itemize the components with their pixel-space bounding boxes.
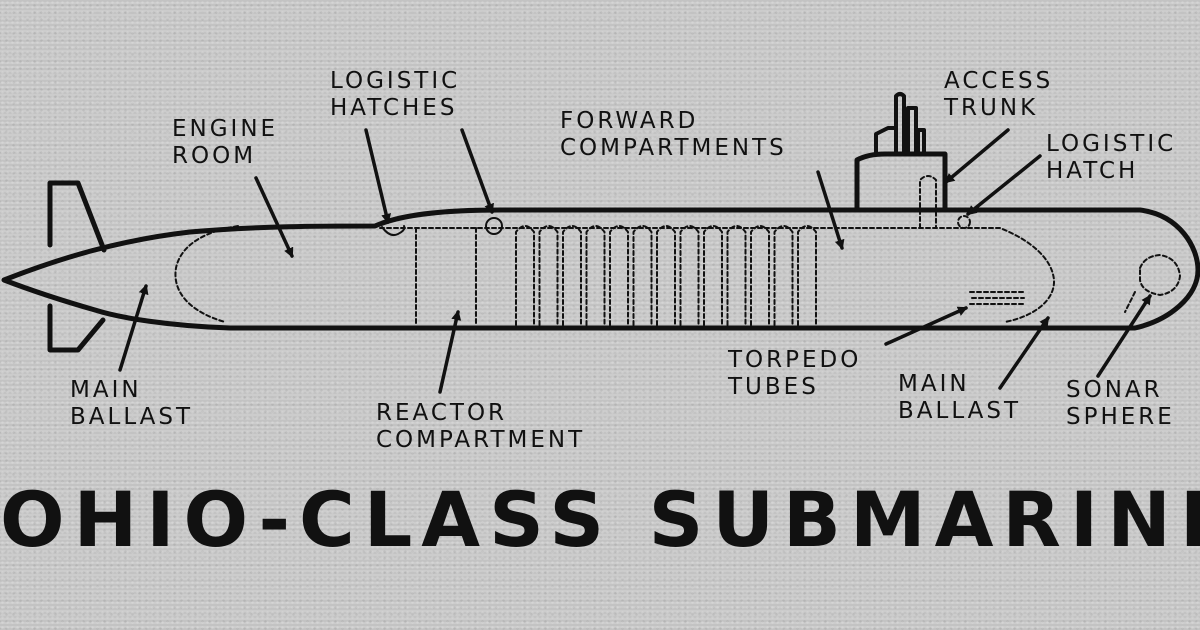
- label-line: BALLAST: [898, 398, 1022, 424]
- label-logistic-hatches: LOGISTIC HATCHES: [330, 68, 460, 122]
- label-line: SONAR: [1066, 377, 1163, 403]
- tail-fin-lower: [47, 303, 106, 353]
- missile-tube: [797, 225, 817, 326]
- aft-hatch: [381, 225, 406, 237]
- label-line: ACCESS: [944, 68, 1054, 94]
- missile-tube: [773, 225, 794, 326]
- label-line: COMPARTMENT: [376, 427, 586, 453]
- label-main-ballast-fwd: MAIN BALLAST: [898, 371, 1021, 425]
- label-reactor-compartment: REACTOR COMPARTMENT: [376, 400, 585, 454]
- logistic-hatch-arrow: [966, 154, 1042, 216]
- missile-tubes: [515, 225, 817, 326]
- periscope-masts: [874, 92, 926, 156]
- engine-room-arrow: [254, 176, 294, 258]
- label-line: SPHERE: [1066, 404, 1175, 430]
- missile-tube: [585, 225, 606, 326]
- reactor-compartment-arrow: [438, 310, 462, 394]
- torpedo-tubes-arrow: [884, 306, 968, 346]
- label-line: MAIN: [898, 371, 970, 397]
- sonar-sphere-arrow: [1096, 294, 1152, 378]
- label-line: MAIN: [70, 377, 142, 403]
- label-line: ROOM: [172, 143, 257, 169]
- label-line: BALLAST: [70, 404, 194, 430]
- label-line: HATCHES: [330, 95, 458, 121]
- missile-tube: [656, 225, 676, 326]
- main-ballast-aft-arrow: [118, 284, 149, 372]
- sonar-sphere-outline: [1124, 254, 1181, 313]
- pressure-hull-top: [379, 227, 1056, 323]
- missile-tube: [679, 225, 700, 326]
- label-line: REACTOR: [376, 400, 508, 426]
- missile-tube: [703, 225, 723, 326]
- logistic-hatch-marker: [485, 217, 503, 235]
- sail: [854, 151, 948, 213]
- missile-tube: [632, 225, 653, 326]
- missile-tube: [750, 225, 770, 326]
- access-trunk-arrow: [944, 128, 1010, 184]
- label-access-trunk: ACCESS TRUNK: [944, 68, 1053, 122]
- label-main-ballast-aft: MAIN BALLAST: [70, 377, 193, 431]
- label-line: COMPARTMENTS: [560, 135, 787, 161]
- label-line: TORPEDO: [728, 347, 862, 373]
- hull-outline: [1, 207, 1200, 331]
- logistic-hatches-arrow-1: [364, 128, 392, 224]
- label-line: TRUNK: [944, 95, 1039, 121]
- missile-tube: [609, 225, 629, 326]
- missile-tube: [538, 225, 559, 326]
- forward-compartments-arrow: [816, 170, 845, 250]
- missile-tube: [515, 225, 535, 326]
- label-line: HATCH: [1046, 158, 1139, 184]
- logistic-hatches-arrow-2: [460, 128, 494, 214]
- label-line: FORWARD: [560, 108, 699, 134]
- label-line: TUBES: [728, 374, 819, 400]
- label-sonar-sphere: SONAR SPHERE: [1066, 377, 1175, 431]
- label-engine-room: ENGINE ROOM: [172, 116, 278, 170]
- label-torpedo-tubes: TORPEDO TUBES: [728, 347, 861, 401]
- label-line: LOGISTIC: [1046, 131, 1177, 157]
- torpedo-tubes-outline: [969, 291, 1027, 305]
- page-title: OHIO-CLASS SUBMARINE: [0, 475, 1200, 564]
- label-line: ENGINE: [172, 116, 279, 142]
- missile-tube: [726, 225, 747, 326]
- label-line: LOGISTIC: [330, 68, 461, 94]
- logistic-hatch-circle: [957, 215, 971, 229]
- main-ballast-fwd-arrow: [998, 316, 1050, 390]
- access-trunk-outline: [919, 175, 937, 229]
- tail-fin: [47, 180, 107, 253]
- label-logistic-hatch: LOGISTIC HATCH: [1046, 131, 1176, 185]
- missile-tube: [562, 225, 582, 326]
- label-forward-compartments: FORWARD COMPARTMENTS: [560, 108, 787, 162]
- engine-room-outline: [174, 225, 239, 323]
